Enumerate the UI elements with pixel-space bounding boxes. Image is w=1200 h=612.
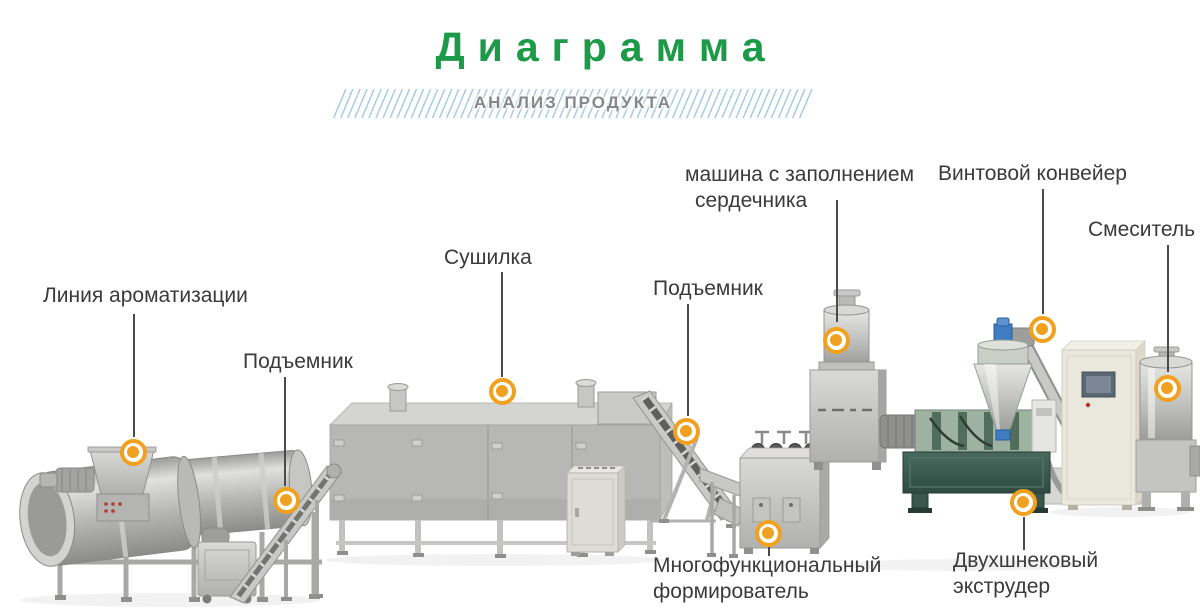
leader-line-dryer xyxy=(501,272,503,377)
callout-label-flavoring-line: Линия ароматизации xyxy=(43,284,248,307)
dryer-machine xyxy=(329,379,673,558)
marker-dot-elevator-2 xyxy=(680,425,692,437)
marker-twin-screw-extruder xyxy=(1009,488,1037,516)
marker-screw-conveyor xyxy=(1028,315,1056,343)
leader-line-screw-conveyor xyxy=(1042,189,1044,314)
callout-label-dryer: Сушилка xyxy=(444,246,532,269)
marker-dot-mixer xyxy=(1161,382,1173,394)
leader-line-twin-screw-extruder xyxy=(1023,517,1025,550)
leader-line-core-filling-machine xyxy=(836,200,838,322)
marker-dryer xyxy=(488,377,516,405)
extruder-hopper xyxy=(973,317,1033,441)
page-subtitle: АНАЛИЗ ПРОДУКТА xyxy=(473,93,673,112)
marker-elevator-1 xyxy=(272,486,300,514)
leader-line-flavoring-line xyxy=(133,314,135,437)
callout-label-elevator-2: Подъемник xyxy=(653,277,763,300)
marker-mixer xyxy=(1153,374,1181,402)
leader-line-elevator-1 xyxy=(284,377,286,486)
leader-line-elevator-2 xyxy=(687,304,689,416)
twin-screw-extruder-illustration xyxy=(879,317,1057,513)
marker-dot-flavoring-line xyxy=(127,446,139,458)
callout-label-screw-conveyor: Винтовой конвейер xyxy=(938,162,1127,185)
elevator-1-machine xyxy=(229,463,342,604)
dryer-chimney xyxy=(387,379,597,412)
marker-dot-screw-conveyor xyxy=(1036,323,1048,335)
marker-core-filling-machine xyxy=(822,326,850,354)
leader-line-forming-machine xyxy=(768,547,770,556)
mixer-illustration xyxy=(1135,346,1200,511)
marker-forming-machine xyxy=(754,519,782,547)
callout-label-elevator-1: Подъемник xyxy=(243,350,353,373)
marker-dot-core-filling-machine xyxy=(830,334,842,346)
marker-flavoring-line xyxy=(119,438,147,466)
callout-label-mixer: Смеситель xyxy=(1088,218,1196,241)
forming-machine-illustration xyxy=(699,430,830,558)
marker-elevator-2 xyxy=(672,417,700,445)
subtitle-stripe-band xyxy=(331,89,815,118)
marker-dot-elevator-1 xyxy=(280,494,292,506)
marker-dot-forming-machine xyxy=(762,527,774,539)
leader-line-mixer xyxy=(1167,245,1169,372)
page-title: Диаграмма xyxy=(435,24,778,70)
marker-dot-dryer xyxy=(496,385,508,397)
marker-dot-twin-screw-extruder xyxy=(1017,496,1029,508)
dryer-control-cabinet xyxy=(566,465,626,556)
